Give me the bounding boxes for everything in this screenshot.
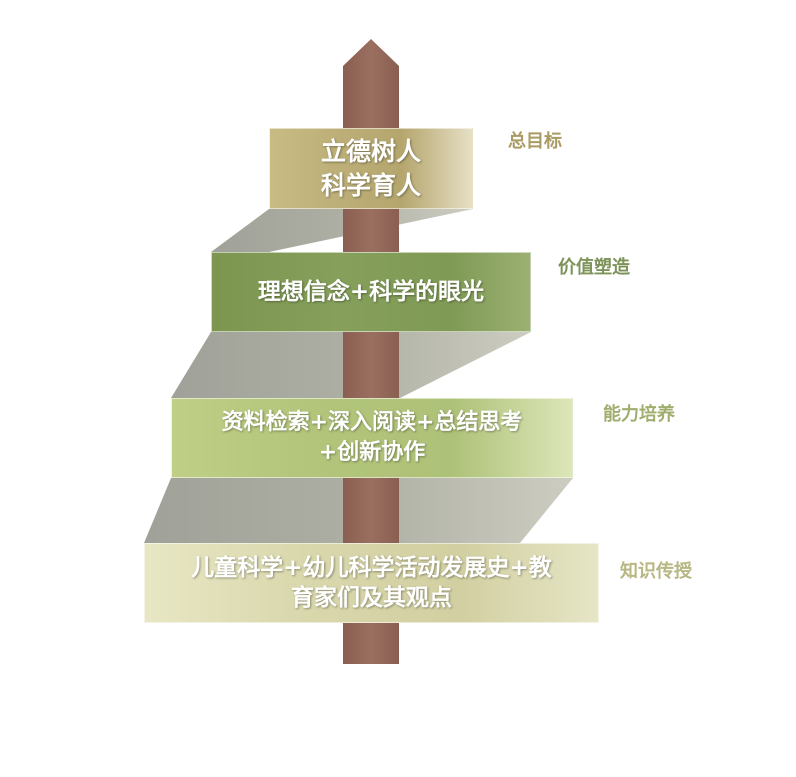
box-value-line-1: 理想信念+科学的眼光: [257, 279, 485, 305]
box-goal-line-1: 立德树人: [320, 136, 421, 166]
box-ability-line-2: +创新协作: [318, 440, 426, 465]
box-value: 理想信念+科学的眼光: [211, 252, 531, 332]
label-knowledge: 知识传授: [620, 561, 692, 582]
box-ability-line-1: 资料检索+深入阅读+总结思考: [221, 410, 523, 435]
label-ability: 能力培养: [603, 404, 675, 425]
box-goal-line-2: 科学育人: [320, 170, 421, 200]
box-goal-text: 立德树人 科学育人: [321, 135, 421, 203]
label-goal: 总目标: [508, 131, 562, 152]
box-value-text: 理想信念+科学的眼光: [258, 277, 484, 307]
label-value: 价值塑造: [558, 257, 630, 278]
box-knowledge: 儿童科学+幼儿科学活动发展史+教 育家们及其观点: [144, 543, 599, 623]
box-knowledge-line-2: 育家们及其观点: [290, 585, 452, 611]
box-goal: 立德树人 科学育人: [269, 128, 473, 209]
box-knowledge-text: 儿童科学+幼儿科学活动发展史+教 育家们及其观点: [191, 553, 552, 613]
connector-goal-to-value: [211, 209, 473, 252]
box-knowledge-line-1: 儿童科学+幼儿科学活动发展史+教: [191, 555, 552, 581]
box-ability: 资料检索+深入阅读+总结思考 +创新协作: [171, 398, 573, 478]
box-ability-text: 资料检索+深入阅读+总结思考 +创新协作: [222, 408, 523, 468]
